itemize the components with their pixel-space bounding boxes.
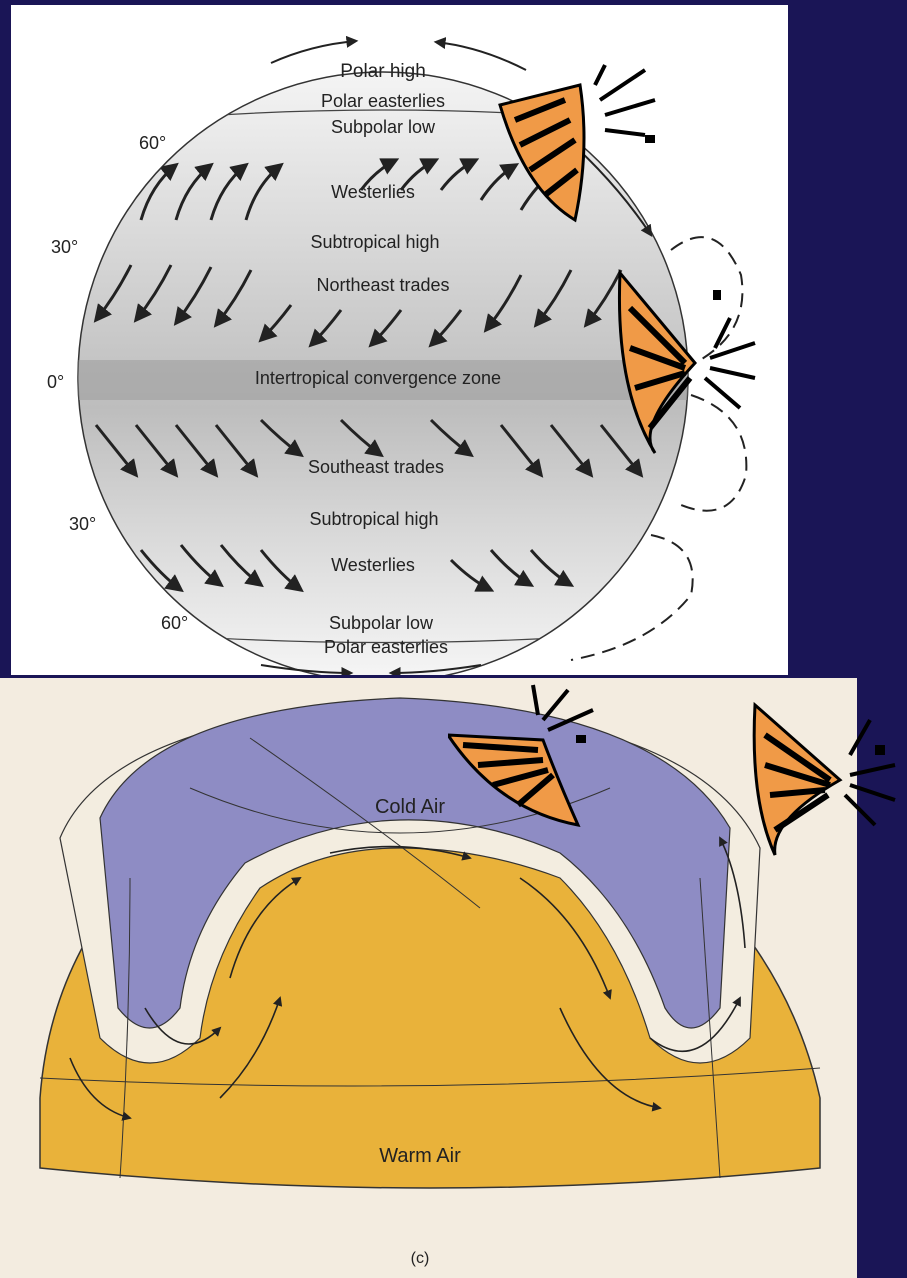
volcano-icon <box>750 700 907 860</box>
figure-caption: (c) <box>411 1250 430 1267</box>
label-subtropical-high-south: Subtropical high <box>309 509 438 529</box>
label-subtropical-high-north: Subtropical high <box>310 232 439 252</box>
volcano-icon <box>448 680 598 830</box>
cold-air-label: Cold Air <box>375 796 445 818</box>
volcano-icon <box>615 268 765 458</box>
latitude-label-s30: 30° <box>69 514 96 534</box>
label-itcz: Intertropical convergence zone <box>255 368 501 388</box>
label-subpolar-low-north: Subpolar low <box>331 117 436 137</box>
label-westerlies-south: Westerlies <box>331 555 415 575</box>
label-westerlies-north: Westerlies <box>331 182 415 202</box>
label-polar-easterlies-north: Polar easterlies <box>321 91 445 111</box>
latitude-label-n60: 60° <box>139 133 166 153</box>
latitude-label-s60: 60° <box>161 613 188 633</box>
volcano-icon <box>495 60 665 225</box>
label-polar-high: Polar high <box>340 61 426 82</box>
wave-hemisphere-diagram: Cold Air Warm Air (c) <box>0 678 857 1278</box>
latitude-label-n30: 30° <box>51 237 78 257</box>
label-southeast-trades: Southeast trades <box>308 457 444 477</box>
label-northeast-trades: Northeast trades <box>316 275 449 295</box>
label-polar-easterlies-south: Polar easterlies <box>324 637 448 657</box>
latitude-label-eq: 0° <box>47 372 64 392</box>
warm-air-label: Warm Air <box>379 1145 461 1167</box>
label-subpolar-low-south: Subpolar low <box>329 613 434 633</box>
